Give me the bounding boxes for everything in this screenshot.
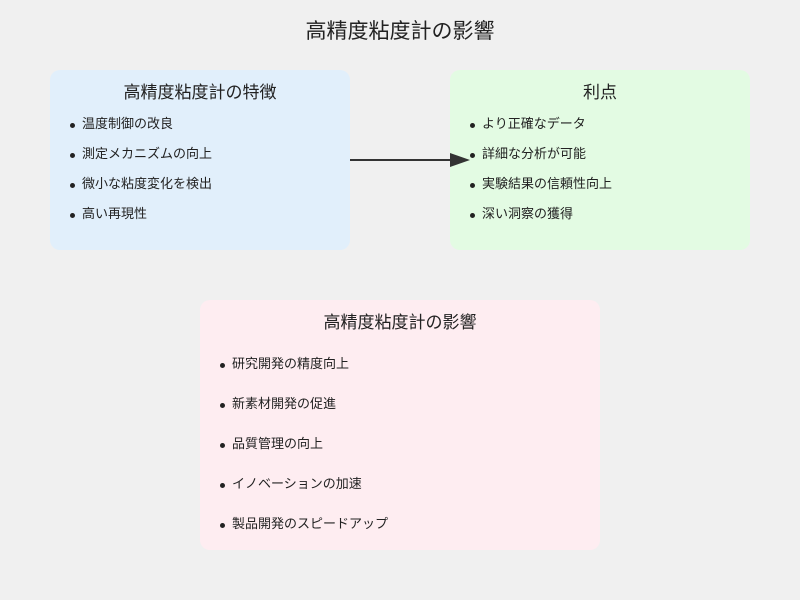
impact-list: 研究開発の精度向上 新素材開発の促進 品質管理の向上 イノベーションの加速 製品…: [220, 356, 388, 556]
features-box: 高精度粘度計の特徴 温度制御の改良 測定メカニズムの向上 微小な粘度変化を検出 …: [50, 70, 350, 250]
impact-item: 製品開発のスピードアップ: [220, 516, 388, 534]
features-item: 温度制御の改良: [70, 116, 212, 134]
features-title: 高精度粘度計の特徴: [123, 83, 277, 103]
impact-item: 研究開発の精度向上: [220, 356, 388, 374]
features-item: 測定メカニズムの向上: [70, 146, 212, 164]
diagram-title: 高精度粘度計の影響: [305, 19, 495, 43]
benefits-item: より正確なデータ: [470, 116, 612, 134]
benefits-list: より正確なデータ 詳細な分析が可能 実験結果の信頼性向上 深い洞察の獲得: [470, 116, 612, 236]
benefits-item: 深い洞察の獲得: [470, 206, 612, 224]
benefits-item: 実験結果の信頼性向上: [470, 176, 612, 194]
impact-item: 品質管理の向上: [220, 436, 388, 454]
features-list: 温度制御の改良 測定メカニズムの向上 微小な粘度変化を検出 高い再現性: [70, 116, 212, 236]
impact-box: 高精度粘度計の影響 研究開発の精度向上 新素材開発の促進 品質管理の向上 イノベ…: [200, 300, 600, 550]
impact-item: イノベーションの加速: [220, 476, 388, 494]
impact-item: 新素材開発の促進: [220, 396, 388, 414]
benefits-box: 利点 より正確なデータ 詳細な分析が可能 実験結果の信頼性向上 深い洞察の獲得: [450, 70, 750, 250]
benefits-item: 詳細な分析が可能: [470, 146, 612, 164]
features-item: 微小な粘度変化を検出: [70, 176, 212, 194]
impact-title: 高精度粘度計の影響: [323, 313, 477, 333]
benefits-title: 利点: [583, 83, 617, 103]
features-item: 高い再現性: [70, 206, 212, 224]
